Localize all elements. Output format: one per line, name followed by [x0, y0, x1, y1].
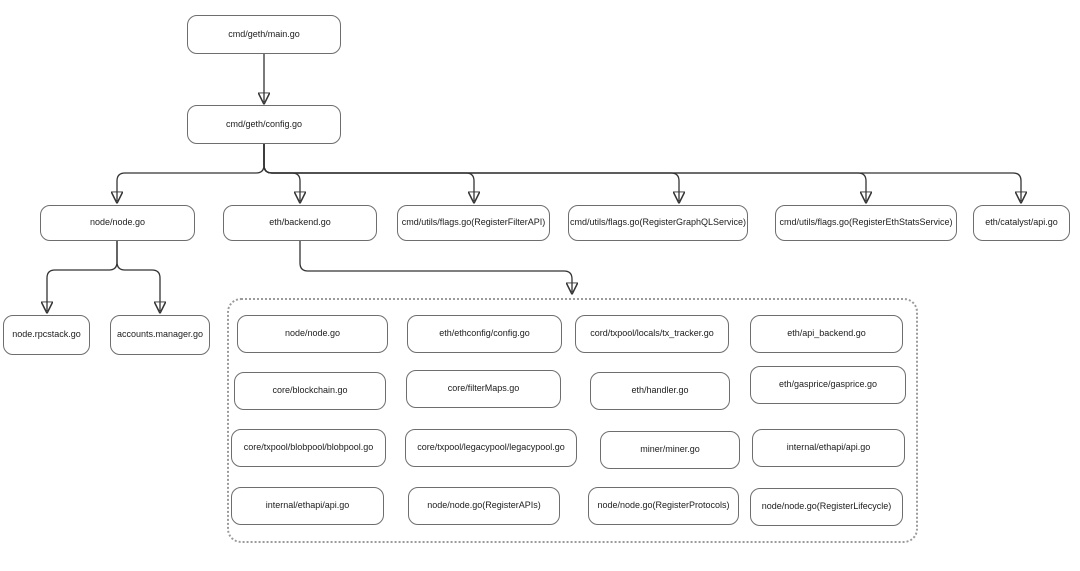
node-dep-blobpool[interactable]: core/txpool/blobpool/blobpool.go: [231, 429, 386, 467]
node-dep-register-apis[interactable]: node/node.go(RegisterAPIs): [408, 487, 560, 525]
node-dep-blockchain[interactable]: core/blockchain.go: [234, 372, 386, 410]
node-dep-filtermaps[interactable]: core/filterMaps.go: [406, 370, 561, 408]
edge-config-to-catalyst[interactable]: [263, 144, 1021, 201]
node-accounts-manager[interactable]: accounts.manager.go: [110, 315, 210, 355]
node-flags-register-filter-api[interactable]: cmd/utils/flags.go(RegisterFilterAPI): [397, 205, 550, 241]
node-dep-node-node[interactable]: node/node.go: [237, 315, 388, 353]
node-dep-api-backend[interactable]: eth/api_backend.go: [750, 315, 903, 353]
node-dep-miner[interactable]: miner/miner.go: [600, 431, 740, 469]
node-eth-catalyst-api[interactable]: eth/catalyst/api.go: [973, 205, 1070, 241]
node-cmd-geth-main[interactable]: cmd/geth/main.go: [187, 15, 341, 54]
node-dep-ethapi-api[interactable]: internal/ethapi/api.go: [752, 429, 905, 467]
node-dep-handler[interactable]: eth/handler.go: [590, 372, 730, 410]
node-eth-backend[interactable]: eth/backend.go: [223, 205, 377, 241]
edge-node-node-to-rpcstack[interactable]: [47, 241, 118, 311]
node-cmd-geth-config[interactable]: cmd/geth/config.go: [187, 105, 341, 144]
node-flags-register-graphql-service[interactable]: cmd/utils/flags.go(RegisterGraphQLServic…: [568, 205, 748, 241]
node-flags-register-ethstats-service[interactable]: cmd/utils/flags.go(RegisterEthStatsServi…: [775, 205, 957, 241]
node-dep-gasprice[interactable]: eth/gasprice/gasprice.go: [750, 366, 906, 404]
dependencies-group[interactable]: [227, 298, 918, 543]
node-dep-register-lifecycle[interactable]: node/node.go(RegisterLifecycle): [750, 488, 903, 526]
node-rpcstack[interactable]: node.rpcstack.go: [3, 315, 90, 355]
node-dep-ethapi-api-2[interactable]: internal/ethapi/api.go: [231, 487, 384, 525]
node-dep-tx-tracker[interactable]: cord/txpool/locals/tx_tracker.go: [575, 315, 729, 353]
node-node-node[interactable]: node/node.go: [40, 205, 195, 241]
node-dep-legacypool[interactable]: core/txpool/legacypool/legacypool.go: [405, 429, 577, 467]
edge-node-node-to-accounts-manager[interactable]: [116, 241, 160, 311]
node-dep-register-protocols[interactable]: node/node.go(RegisterProtocols): [588, 487, 739, 525]
node-dep-ethconfig-config[interactable]: eth/ethconfig/config.go: [407, 315, 562, 353]
edge-config-to-node-node[interactable]: [117, 144, 265, 201]
edge-eth-backend-to-dependencies-group[interactable]: [299, 241, 572, 292]
